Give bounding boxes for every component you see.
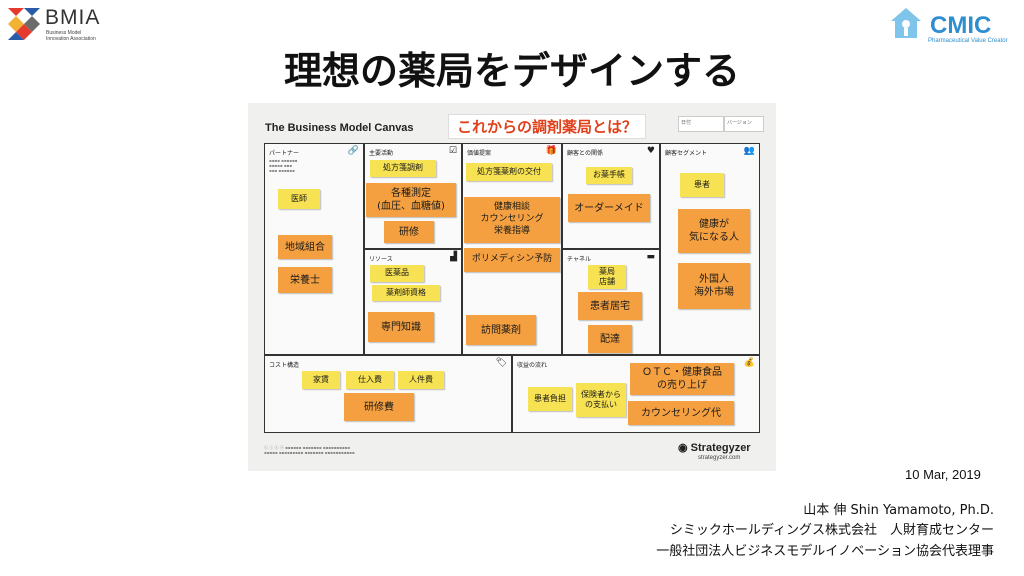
note-resources-2: 薬剤師資格 — [372, 285, 440, 301]
note-segments-3: 外国人 海外市場 — [678, 263, 750, 309]
link-icon: 🔗 — [347, 146, 359, 156]
canvas-heading: The Business Model Canvas — [265, 122, 414, 134]
presentation-date: 10 Mar, 2019 — [905, 467, 981, 482]
bmia-logo-text: BMIA — [45, 6, 101, 29]
note-partners-2: 地域組合 — [278, 235, 332, 259]
canvas-license-text: ⓒ ⓘ ⓢ ⓐ ▪▪▪▪▪▪ ▪▪▪▪▪▪▪ ▪▪▪▪▪▪▪▪▪▪▪▪▪▪▪ ▪… — [264, 445, 355, 455]
note-cost-4: 研修費 — [344, 393, 414, 421]
strategyzer-logo-icon: ◉ — [678, 442, 688, 454]
canvas-date-field: 日付 — [678, 116, 724, 132]
note-revenue-1: 患者負担 — [528, 387, 572, 411]
canvas-subject: これからの調剤薬局とは？ — [448, 114, 647, 139]
strategyzer-brand-name: Strategyzer — [690, 442, 751, 454]
note-cost-3: 人件費 — [398, 371, 444, 389]
money-bag-icon: 💰 — [743, 358, 755, 368]
block-resources-label: リソース — [369, 256, 393, 263]
presenter-name: 山本 伸 Shin Yamamoto, Ph.D. — [803, 503, 994, 518]
bmia-logo-sub1: Business Model — [46, 30, 82, 36]
bmia-logo-mark-icon — [8, 8, 40, 40]
cmic-logo-icon — [889, 6, 923, 40]
bmia-logo-sub2: Innovation Association — [46, 36, 96, 42]
note-relationships-1: お薬手帳 — [586, 167, 632, 184]
business-model-canvas: The Business Model Canvas これからの調剤薬局とは？ 日… — [248, 103, 776, 471]
note-resources-1: 医薬品 — [370, 265, 424, 282]
block-revenue-label: 収益の流れ — [517, 362, 548, 369]
note-value-2: 健康相談 カウンセリング 栄養指導 — [464, 197, 560, 243]
block-relationships-label: 顧客との関係 — [567, 150, 603, 157]
tag-icon: 🏷 — [495, 358, 507, 368]
note-activities-2: 各種測定 (血圧、血糖値) — [366, 183, 456, 217]
note-revenue-3: ＯＴＣ・健康食品 の売り上げ — [630, 363, 734, 395]
note-value-1: 処方箋薬剤の交付 — [466, 163, 552, 181]
note-cost-2: 仕入費 — [346, 371, 394, 389]
note-resources-3: 専門知識 — [368, 312, 434, 342]
partners-guide-text: ▪▪▪▪ ▪▪▪▪▪▪▪▪▪▪▪ ▪▪▪▪▪▪ ▪▪▪▪▪▪ — [269, 158, 298, 173]
presenter-org-2: 一般社団法人ビジネスモデルイノベーション協会代表理事 — [656, 544, 994, 559]
strategyzer-brand: ◉ Strategyzer — [678, 441, 751, 454]
presenter-org-1: シミックホールディングス株式会社 人財育成センター — [669, 523, 994, 538]
gift-icon: 🎁 — [545, 146, 557, 156]
block-segments-label: 顧客セグメント — [665, 150, 708, 157]
people-icon: 👥 — [743, 146, 755, 156]
note-revenue-2: 保険者から の支払い — [576, 383, 626, 417]
bmia-logo — [8, 8, 40, 40]
canvas-version-field: バージョン — [724, 116, 764, 132]
note-relationships-2: オーダーメイド — [568, 194, 650, 222]
block-activities-label: 主要活動 — [369, 150, 394, 157]
note-channels-2: 患者居宅 — [578, 292, 642, 320]
cmic-logo-text: CMIC — [930, 12, 992, 39]
truck-icon: ▬ — [646, 252, 655, 262]
block-value-label: 価値提案 — [467, 150, 492, 157]
factory-icon: ▟ — [450, 252, 457, 262]
note-partners-1: 医師 — [278, 189, 320, 209]
cmic-logo-sub: Pharmaceutical Value Creator — [928, 38, 1008, 44]
block-channels-label: チャネル — [567, 256, 591, 263]
note-partners-3: 栄養士 — [278, 267, 332, 293]
checkbox-icon: ☑ — [448, 146, 457, 156]
note-cost-1: 家賃 — [302, 371, 340, 389]
note-value-3: ポリメディシン予防 — [464, 248, 560, 272]
note-revenue-4: カウンセリング代 — [628, 401, 734, 425]
note-value-4: 訪問薬剤 — [466, 315, 536, 345]
note-channels-1: 薬局 店舗 — [588, 265, 626, 289]
note-activities-1: 処方箋調剤 — [370, 160, 436, 177]
block-cost-label: コスト構造 — [269, 362, 300, 369]
page-title: 理想の薬局をデザインする — [283, 49, 740, 93]
heart-icon: ♥ — [646, 146, 655, 156]
strategyzer-url: strategyzer.com — [698, 455, 741, 461]
note-segments-2: 健康が 気になる人 — [678, 209, 750, 253]
note-activities-3: 研修 — [384, 221, 434, 243]
note-segments-1: 患者 — [680, 173, 724, 197]
block-partners-label: パートナー — [269, 150, 300, 157]
note-channels-3: 配達 — [588, 325, 632, 353]
